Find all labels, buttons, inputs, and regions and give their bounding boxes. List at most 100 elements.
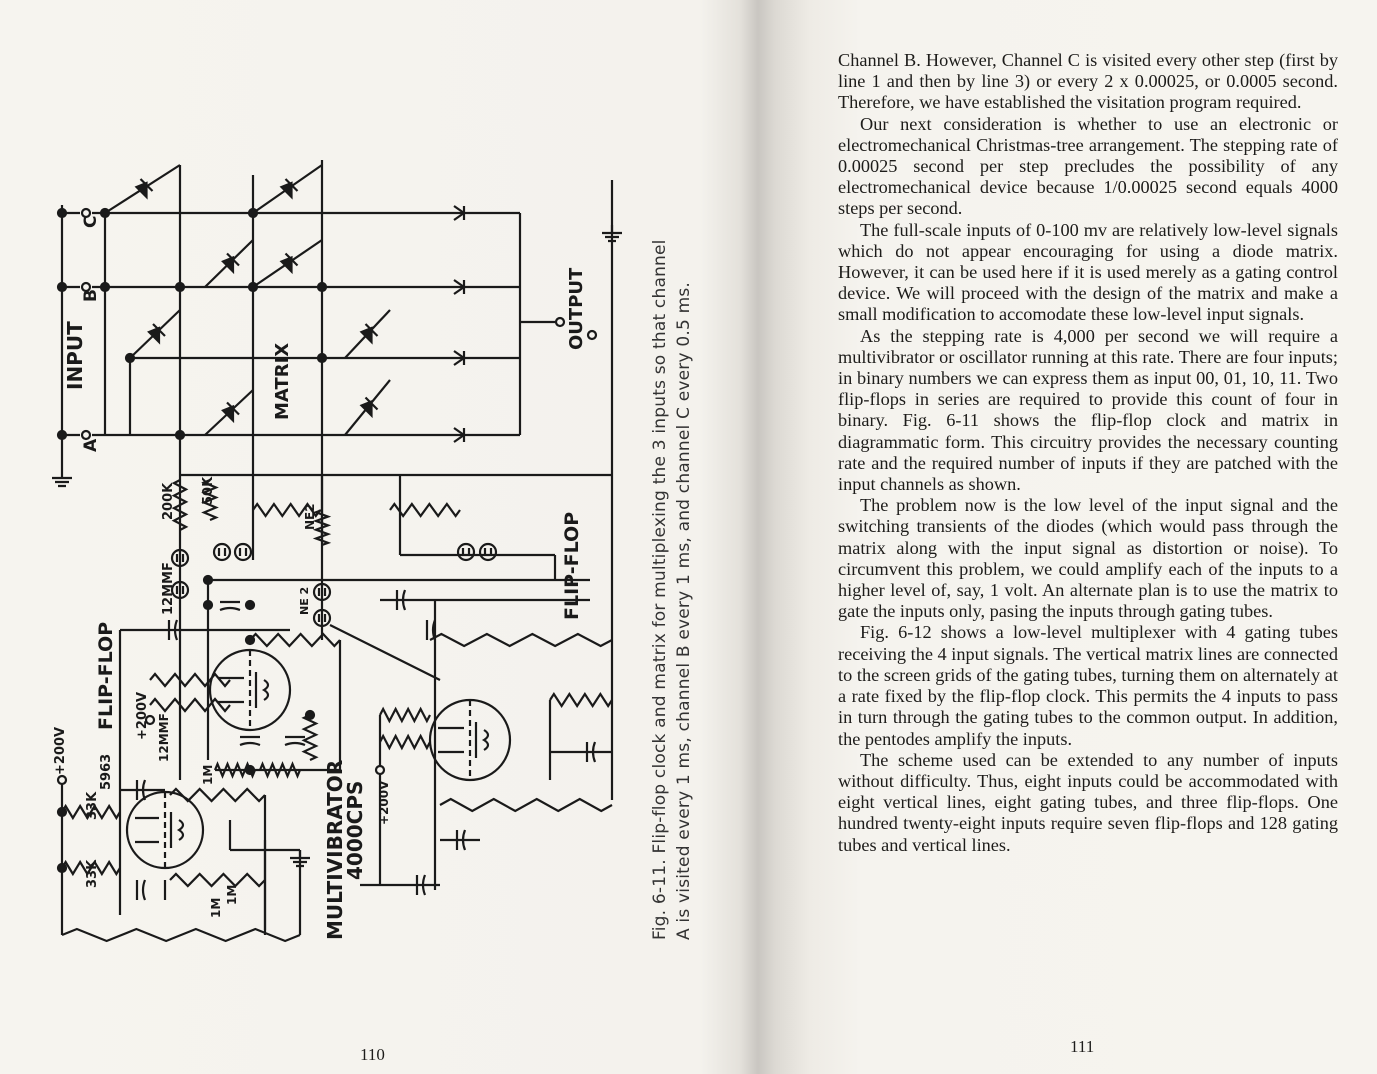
resistor-icon [169, 787, 266, 803]
junction-dot [99, 281, 111, 293]
input-label: INPUT [63, 321, 87, 390]
junction-dot [247, 281, 259, 293]
junction-dot [124, 352, 136, 364]
junction-dot [56, 281, 68, 293]
resistor-icon [61, 803, 121, 821]
circuit-schematic: INPUT A B C MATRIX OUTPUT 200K 50K NE2 N… [52, 160, 622, 943]
resistor-icon [149, 697, 231, 713]
diode-icon [359, 399, 373, 419]
capacitor-12mmf-label: 12MMF [161, 562, 176, 615]
ground-icon [602, 225, 622, 243]
junction-dot [174, 281, 186, 293]
input-b-label: B [81, 289, 101, 302]
diode-bar [139, 178, 154, 192]
resistor-icon [149, 672, 231, 688]
neon-lamp-icon [312, 582, 332, 602]
paragraph: Channel B. However, Channel C is visited… [838, 50, 1338, 113]
input-a-label: A [81, 438, 101, 452]
capacitor-icon [395, 589, 407, 611]
caption-line-1: Fig. 6-11. Flip-flop clock and matrix fo… [650, 239, 670, 940]
junction-dot [244, 764, 256, 776]
circuit-wires [60, 160, 614, 935]
junction-dot [56, 429, 68, 441]
resistor-icon [312, 508, 332, 547]
frequency-label: 4000CPS [343, 781, 367, 880]
neon-lamp-icon [456, 542, 476, 562]
terminal-icon [374, 764, 386, 776]
junction-dot [202, 574, 214, 586]
diode-icon [147, 326, 161, 345]
capacitor-icon [219, 600, 241, 612]
resistor-200k-label: 200K [161, 482, 176, 520]
diode-bar [284, 252, 299, 267]
resistor-icon [169, 872, 266, 888]
capacitor-icon [135, 779, 147, 801]
diode-icon [279, 181, 293, 200]
terminal-icon [56, 774, 68, 786]
wire [329, 624, 441, 681]
supply-200v-label-3: +200V [377, 780, 391, 825]
junction-dot [316, 281, 328, 293]
junction-dot [247, 207, 259, 219]
ground-icon [52, 470, 72, 488]
terminal-icon [586, 329, 598, 341]
resistor-icon [549, 691, 613, 709]
terminal-icon [80, 281, 92, 293]
diode-icon [221, 404, 235, 424]
resistor-1m-label: 1M [201, 765, 215, 785]
junction-dot [202, 599, 214, 611]
multivibrator-label: MULTIVIBRATOR [323, 760, 347, 940]
capacitor-icon [284, 735, 306, 747]
resistor-icon [439, 797, 613, 813]
neon-ne2-label: NE2 [303, 503, 317, 530]
resistor-icon [61, 927, 301, 943]
junction-dot [244, 599, 256, 611]
resistor-icon [389, 502, 461, 518]
tube-elements [438, 722, 490, 758]
resistor-icon [379, 706, 431, 724]
resistor-50k-label: 50K [201, 476, 216, 505]
neon-lamp-icon [478, 542, 498, 562]
terminal-icon [554, 316, 566, 328]
capacitor-icon [415, 874, 427, 896]
diode-bar [284, 178, 299, 192]
resistor-1m-label-2: 1M [225, 885, 239, 905]
diode-bar [152, 323, 166, 337]
terminal-icon [80, 207, 92, 219]
diode-icon [359, 326, 373, 345]
paragraph: Fig. 6-12 shows a low-level multiplexer … [838, 622, 1338, 749]
resistor-icon [379, 733, 431, 751]
junction-dot [304, 709, 316, 721]
matrix-label: MATRIX [272, 343, 293, 420]
circuit-labels: INPUT A B C MATRIX OUTPUT 200K 50K NE2 N… [53, 216, 587, 940]
figure-caption: Fig. 6-11. Flip-flop clock and matrix fo… [648, 160, 696, 940]
page-number-left: 110 [360, 1045, 385, 1064]
junction-dot [56, 207, 68, 219]
resistor-icon [429, 632, 613, 648]
tube-5963-label: 5963 [99, 754, 114, 790]
output-label: OUTPUT [566, 267, 587, 350]
junction-dot [244, 634, 256, 646]
resistor-33k-label: 33K [85, 791, 100, 820]
neon-lamp-icon [212, 542, 232, 562]
resistor-icon [201, 478, 219, 522]
supply-200v-label-2: +200V [135, 692, 150, 740]
neon-ne2-label-2: NE 2 [298, 587, 311, 615]
neon-lamp-icon [233, 542, 253, 562]
junction-dot [316, 352, 328, 364]
paragraph: The full-scale inputs of 0-100 mv are re… [838, 219, 1338, 325]
terminal-icon [144, 714, 156, 726]
tube-elements [218, 672, 270, 708]
resistor-icon [258, 761, 302, 779]
resistor-icon [252, 502, 321, 518]
resistor-33k-label-2: 33K [85, 859, 100, 888]
resistor-icon [249, 632, 341, 648]
capacitor-icon [585, 741, 597, 763]
input-c-label: C [81, 216, 101, 228]
flip-flop-label-lower: FLIP-FLOP [95, 622, 117, 730]
tube-elements [135, 812, 185, 848]
resistor-icon [301, 714, 319, 761]
neon-lamp-icon [170, 548, 190, 568]
paragraph: The scheme used can be extended to any n… [838, 749, 1338, 855]
caption-line-2: A is visited every 1 ms, channel B every… [674, 281, 694, 940]
